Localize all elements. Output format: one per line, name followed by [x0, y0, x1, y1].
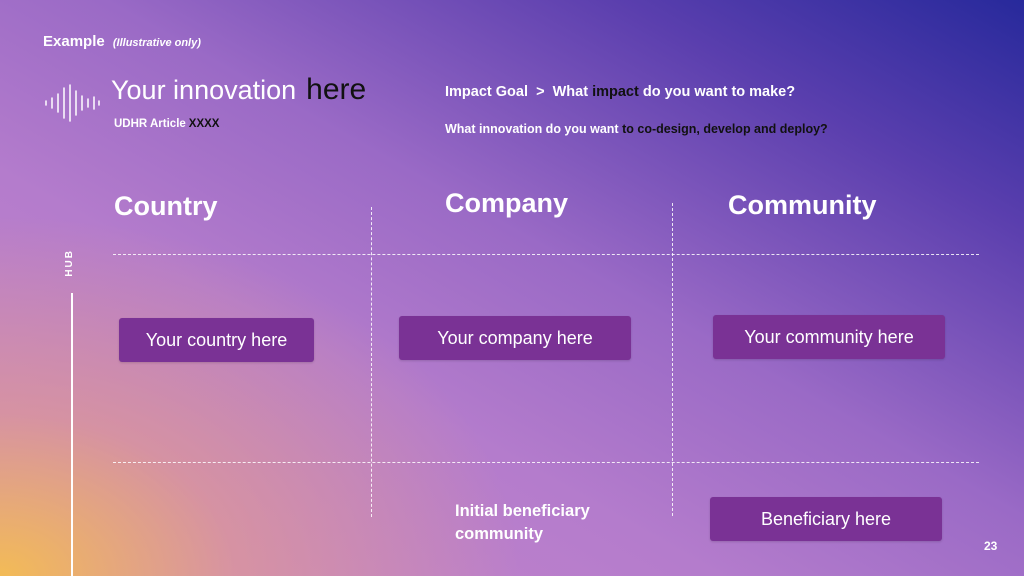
column-header-company: Company [445, 188, 569, 218]
column-header-country: Country [114, 191, 218, 221]
page-number: 23 [984, 539, 998, 553]
innovation-q-prefix: What innovation do you want [445, 122, 619, 136]
country-pill[interactable]: Your country here [119, 318, 314, 362]
hub-bar [71, 293, 73, 576]
impact-goal-line: Impact Goal > What impact do you want to… [445, 84, 795, 100]
innovation-q-highlight: to co-design, develop and deploy? [622, 122, 828, 136]
example-subtitle: (Illustrative only) [112, 37, 201, 49]
innovation-text: Your innovation [111, 75, 297, 105]
innovation-title: Your innovation here [111, 73, 366, 107]
impact-q1-suffix: do you want to make? [642, 84, 796, 100]
beneficiary-pill[interactable]: Beneficiary here [710, 497, 942, 541]
example-title: Example (Illustrative only) [43, 33, 201, 50]
company-pill[interactable]: Your company here [399, 316, 631, 360]
innovation-here: here [306, 73, 367, 106]
divider-bottom [113, 462, 979, 463]
innovation-question: What innovation do you want to co-design… [445, 122, 828, 136]
divider-top [113, 254, 979, 255]
divider-col-1 [371, 207, 372, 517]
impact-separator: > [536, 84, 545, 100]
soundwave-icon [45, 84, 100, 122]
initial-beneficiary-label: Initial beneficiary community [455, 502, 590, 543]
example-label: Example [43, 33, 105, 50]
udhr-value: XXXX [188, 118, 220, 130]
hub-label: HUB [64, 249, 75, 277]
community-pill[interactable]: Your community here [713, 315, 945, 359]
column-header-community: Community [728, 190, 877, 220]
impact-goal-label: Impact Goal [445, 84, 528, 100]
divider-col-2 [672, 203, 673, 516]
impact-q1-prefix: What [552, 84, 589, 100]
impact-q1-highlight: impact [592, 84, 639, 100]
udhr-label: UDHR Article [114, 118, 186, 130]
